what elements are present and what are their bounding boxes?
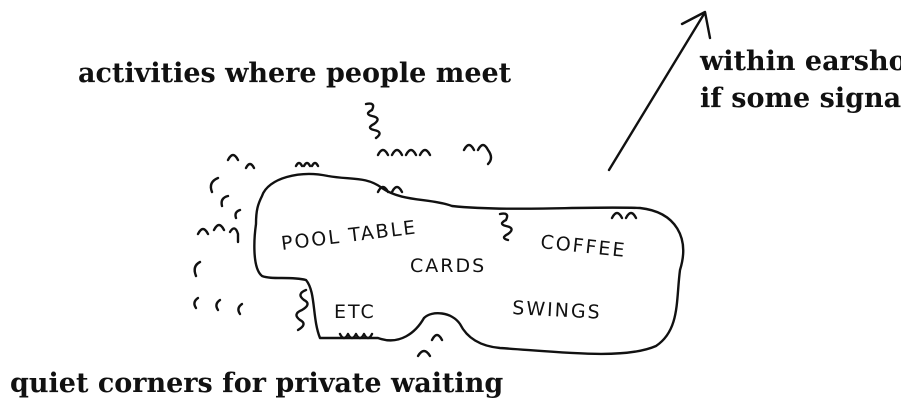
caption-quiet-corners: quiet corners for private waiting [10, 368, 503, 399]
coil-coffee [498, 212, 513, 242]
arrow-shaft [607, 12, 706, 172]
left-bracket-3 [193, 260, 202, 278]
caption-activities: activities where people meet [78, 58, 512, 89]
people-bottom-left [193, 296, 244, 316]
people-below-etc [338, 332, 374, 340]
caption-earshot-line1: within earshot [699, 46, 901, 77]
left-bracket-1 [209, 176, 220, 194]
earshot-arrow [607, 10, 712, 172]
zone-pool-table: POOL TABLE [280, 216, 418, 255]
left-bracket-2 [220, 194, 242, 220]
activity-area-outline [253, 172, 685, 356]
people-small-top [294, 161, 320, 168]
zone-swings: SWINGS [512, 297, 602, 324]
coil-top [364, 102, 381, 140]
people-upper-right [462, 143, 493, 166]
people-top-group [376, 148, 432, 157]
people-left-mid [196, 223, 240, 244]
caption-earshot-line2: if some signal [700, 83, 901, 114]
zone-coffee: COFFEE [539, 231, 627, 262]
zone-etc: ETC [334, 301, 376, 323]
people-scribbles [193, 102, 638, 358]
people-top-left [226, 153, 256, 170]
people-bottom-notch [416, 333, 444, 358]
arrow-head [680, 10, 712, 40]
people-coffee [610, 211, 638, 220]
people-notch [376, 185, 404, 194]
zone-cards: CARDS [410, 255, 486, 277]
coil-etc [295, 288, 309, 332]
